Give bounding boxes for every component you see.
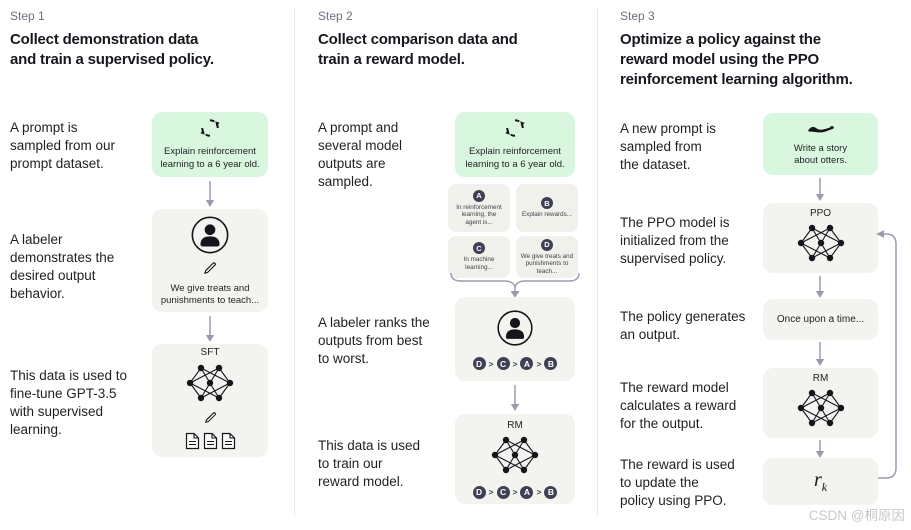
neural-network-icon — [183, 363, 237, 408]
feedback-loop-arrow — [858, 226, 906, 489]
output-card-b: B Explain rewards... — [516, 184, 578, 232]
output-chip: B — [541, 197, 553, 210]
rank-separator: > — [488, 358, 494, 369]
rank-chip: D — [472, 485, 486, 499]
step1-sft-text: This data is used to fine-tune GPT-3.5 w… — [10, 368, 128, 437]
ppo-label: PPO — [809, 208, 832, 219]
rank-chip: B — [544, 357, 558, 370]
documents-row — [185, 432, 236, 455]
reward-model-card: RM D > C > A — [455, 414, 575, 504]
down-arrow — [814, 342, 826, 371]
step3-reward-text: The reward model calculates a reward for… — [620, 380, 737, 431]
policy-output-card: Once upon a time... — [763, 299, 878, 340]
reward-value-card: rk — [763, 458, 878, 505]
prompt-caption: Explain reinforcement learning to a 6 ye… — [160, 146, 260, 170]
down-arrow — [509, 385, 521, 416]
step3-prompt-text: A new prompt is sampled from the dataset… — [620, 121, 717, 172]
ranking-row: D > C > A > B — [472, 485, 558, 499]
step3-ppo-text: The PPO model is initialized from the su… — [620, 215, 730, 266]
output-text: We give treats and punishments to teach.… — [520, 252, 574, 275]
watermark: CSDN @桐原因 — [808, 508, 905, 523]
down-arrow — [814, 178, 826, 206]
sft-label: SFT — [200, 346, 220, 358]
step2-prompt-text: A prompt and several model outputs are s… — [318, 120, 403, 189]
person-icon — [495, 308, 535, 353]
down-arrow — [204, 316, 216, 347]
ranking-row: D > C > A > B — [472, 357, 558, 370]
rank-chip: C — [496, 485, 510, 499]
step2-label: Step 2 — [318, 9, 353, 23]
prompt-card: Explain reinforcement learning to a 6 ye… — [455, 112, 575, 177]
refresh-cycle-icon — [505, 118, 525, 143]
rank-separator: > — [536, 358, 542, 369]
rm-label: RM — [812, 373, 829, 384]
labeler-card: We give treats and punishments to teach.… — [152, 209, 268, 312]
rank-separator: > — [488, 487, 494, 497]
rm-label: RM — [507, 419, 523, 431]
output-chip: D — [541, 238, 553, 251]
step3-output-text: The policy generates an output. — [620, 309, 746, 342]
down-arrow — [204, 181, 216, 212]
step3-title: Optimize a policy against the reward mod… — [620, 31, 853, 88]
step2-rank-text: A labeler ranks the outputs from best to… — [318, 315, 430, 366]
refresh-cycle-icon — [200, 118, 220, 143]
step1-title: Collect demonstration data and train a s… — [10, 31, 214, 68]
neural-network-icon — [794, 388, 848, 433]
ppo-model-card: PPO — [763, 203, 878, 273]
column-divider — [294, 8, 295, 516]
rank-chip: A — [520, 485, 534, 499]
prompt-card: Explain reinforcement learning to a 6 ye… — [152, 112, 268, 177]
step2-title: Collect comparison data and train a rewa… — [318, 31, 518, 68]
output-chip: A — [473, 189, 485, 202]
prompt-caption: Write a story about otters. — [793, 142, 848, 166]
pen-icon — [203, 261, 217, 280]
rank-chip: B — [544, 485, 558, 499]
step2-rm-text: This data is used to train our reward mo… — [318, 438, 421, 489]
ranking-card: D > C > A > B — [455, 297, 575, 381]
output-card-d: D We give treats and punishments to teac… — [516, 236, 578, 278]
neural-network-icon — [488, 435, 542, 480]
rank-separator: > — [536, 487, 542, 497]
pen-icon — [204, 411, 217, 429]
output-chip: C — [473, 242, 485, 255]
column-divider — [597, 8, 598, 516]
step1-prompt-text: A prompt is sampled from our prompt data… — [10, 120, 116, 171]
down-arrow — [814, 276, 826, 303]
document-icon — [185, 432, 200, 455]
brace-arrow — [449, 272, 581, 303]
prompt-caption: Explain reinforcement learning to a 6 ye… — [465, 146, 565, 170]
reward-model-card: RM — [763, 368, 878, 438]
step3-update-text: The reward is used to update the policy … — [620, 457, 735, 508]
sft-model-card: SFT — [152, 344, 268, 457]
output-card-a: A In reinforcement learning, the agent i… — [448, 184, 510, 232]
document-icon — [203, 432, 218, 455]
rank-chip: D — [472, 357, 486, 370]
output-text: Explain rewards... — [521, 211, 573, 219]
rank-separator: > — [512, 358, 518, 369]
step3-label: Step 3 — [620, 9, 655, 23]
step1-labeler-text: A labeler demonstrates the desired outpu… — [10, 232, 115, 301]
rank-chip: A — [520, 357, 534, 370]
neural-network-icon — [794, 223, 848, 268]
output-text: In reinforcement learning, the agent is.… — [456, 203, 502, 226]
prompt-card: Write a story about otters. — [763, 113, 878, 175]
document-icon — [221, 432, 236, 455]
rank-separator: > — [512, 487, 518, 497]
output-card-c: C In machine learning... — [448, 236, 510, 278]
person-icon — [189, 214, 231, 261]
otter-icon — [807, 121, 835, 140]
rank-chip: C — [496, 357, 510, 370]
reward-value: rk — [813, 468, 828, 494]
labeler-caption: We give treats and punishments to teach.… — [160, 282, 260, 306]
step1-label: Step 1 — [10, 9, 45, 23]
down-arrow — [814, 440, 826, 463]
policy-output-caption: Once upon a time... — [776, 314, 865, 325]
output-text: In machine learning... — [463, 256, 495, 271]
